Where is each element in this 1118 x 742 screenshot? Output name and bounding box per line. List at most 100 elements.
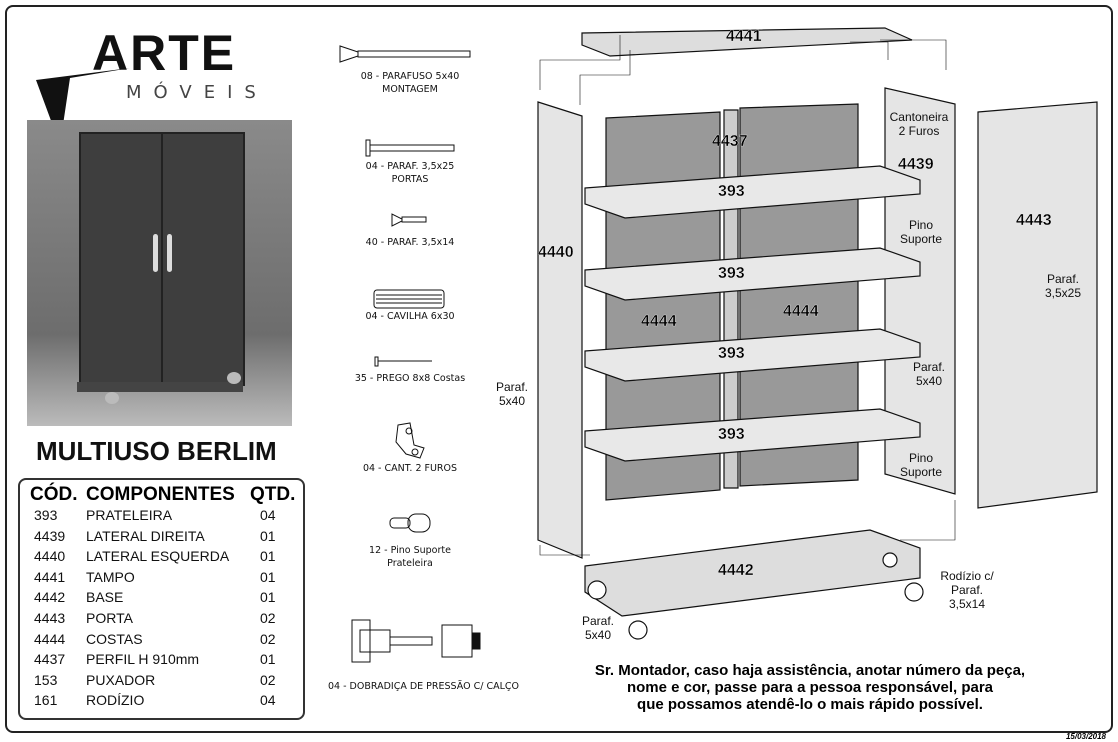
label-4441: 4441 xyxy=(726,28,762,45)
shelf-393 xyxy=(584,408,921,462)
hardware-label-line: PORTAS xyxy=(391,174,429,185)
shelf-pin-icon xyxy=(389,513,431,533)
cell-code: 4440 xyxy=(34,548,66,565)
cell-code: 4437 xyxy=(34,651,66,668)
cell-component: PUXADOR xyxy=(86,671,156,688)
note-pino: Pino Suporte xyxy=(899,218,943,246)
note-pino: Pino Suporte xyxy=(899,451,943,479)
door-4443 xyxy=(977,101,1098,509)
cell-component: BASE xyxy=(86,589,124,606)
hardware-label: 04 - DOBRADIÇA DE PRESSÃO C/ CALÇO xyxy=(328,680,528,693)
note-rodizio: Rodízio c/ Paraf. 3,5x14 xyxy=(940,569,994,611)
table-row: 161 RODÍZIO 04 xyxy=(20,692,303,713)
hardware-label-line: 12 - Pino Suporte xyxy=(369,545,451,556)
label-4440: 4440 xyxy=(538,244,574,261)
screw-3-5x14-icon xyxy=(391,213,427,227)
caster-wheel xyxy=(628,620,648,640)
revision-date: 15/03/2018 xyxy=(1065,732,1106,741)
panel-4441-tampo xyxy=(581,27,913,57)
cell-code: 153 xyxy=(34,671,58,688)
cell-qty: 01 xyxy=(260,568,276,585)
caster-wheel xyxy=(904,582,924,602)
hardware-label-line: MONTAGEM xyxy=(382,84,438,95)
cell-code: 4439 xyxy=(34,527,66,544)
label-4444-left: 4444 xyxy=(641,313,677,330)
panel-4440-left-side xyxy=(537,101,583,559)
screw-3-5x25-icon xyxy=(365,139,455,157)
cell-code: 393 xyxy=(34,507,58,523)
label-4443: 4443 xyxy=(1016,212,1052,229)
cell-component: LATERAL ESQUERDA xyxy=(86,548,230,565)
cell-code: 4441 xyxy=(34,568,66,585)
cell-component: PORTA xyxy=(86,610,133,626)
shelf-393 xyxy=(584,328,921,382)
label-4437: 4437 xyxy=(712,133,748,150)
cell-component: PERFIL H 910mm xyxy=(86,651,200,668)
message-line: nome e cor, passe para a pessoa responsá… xyxy=(626,679,994,696)
hardware-label-line: 04 - CAVILHA 6x30 xyxy=(365,311,455,322)
hardware-label: 40 - PARAF. 3,5x14 xyxy=(320,236,500,249)
components-table: CÓD. COMPONENTES QTD. 393 PRATELEIRA 04 443… xyxy=(18,478,305,720)
header-components: COMPONENTES xyxy=(86,484,235,505)
nail-icon xyxy=(374,356,432,367)
page-border xyxy=(5,5,1113,733)
shelf-393 xyxy=(584,165,921,219)
label-393: 393 xyxy=(718,426,745,443)
table-row: 393 PRATELEIRA 04 xyxy=(20,507,303,528)
label-393: 393 xyxy=(718,183,745,200)
caster-wheel xyxy=(882,552,898,568)
note-paraf-5x40: Paraf. 5x40 xyxy=(581,614,614,642)
table-row: 4440 LATERAL ESQUERDA 01 xyxy=(20,548,303,569)
hardware-label: 04 - CANT. 2 FUROS xyxy=(320,462,500,475)
cell-code: 4443 xyxy=(34,610,66,626)
hardware-label-line: 04 - DOBRADIÇA DE PRESSÃO C/ CALÇO xyxy=(328,681,519,692)
cell-code: 4444 xyxy=(34,630,66,647)
corner-bracket-icon xyxy=(395,422,425,459)
product-photo xyxy=(27,120,292,426)
cell-component: PRATELEIRA xyxy=(86,507,173,523)
logo-subtext: MÓVEIS xyxy=(126,82,268,103)
cell-qty: 02 xyxy=(260,630,276,647)
note-cantoneira: Cantoneira 2 Furos xyxy=(889,110,949,138)
hardware-label-line: 04 - CANT. 2 FUROS xyxy=(362,463,458,474)
note-paraf-5x40: Paraf. 5x40 xyxy=(912,360,945,388)
cell-component: RODÍZIO xyxy=(86,692,145,709)
header-qty: QTD. xyxy=(250,484,296,505)
cell-qty: 01 xyxy=(260,527,276,544)
base-4442 xyxy=(584,529,921,617)
cell-code: 161 xyxy=(34,692,58,709)
message-line: que possamos atendê-lo o mais rápido pos… xyxy=(637,696,983,713)
cell-qty: 04 xyxy=(260,692,276,709)
hardware-label: 04 - CAVILHA 6x30 xyxy=(320,310,500,323)
note-paraf-5x40: Paraf. 5x40 xyxy=(495,380,528,408)
hardware-label-line: Prateleira xyxy=(387,558,433,569)
logo-text: ARTE xyxy=(92,25,237,81)
dowel-icon xyxy=(373,289,445,309)
hardware-icons xyxy=(339,45,481,663)
hinge-icon xyxy=(351,619,481,663)
cell-qty: 01 xyxy=(260,651,276,668)
label-393: 393 xyxy=(718,265,745,282)
table-row: 4442 BASE 01 xyxy=(20,589,303,610)
note-paraf-3-5x25: Paraf. 3,5x25 xyxy=(1044,272,1082,300)
header-code: CÓD. xyxy=(30,484,78,505)
table-row: 4441 TAMPO 01 xyxy=(20,569,303,590)
cell-code: 4442 xyxy=(34,589,66,606)
cell-qty: 01 xyxy=(260,548,276,565)
cell-component: TAMPO xyxy=(86,568,135,585)
table-row: 4439 LATERAL DIREITA 01 xyxy=(20,528,303,549)
label-4444-right: 4444 xyxy=(783,303,819,320)
cell-qty: 04 xyxy=(260,507,276,523)
cell-qty: 01 xyxy=(260,589,276,606)
shelf-393 xyxy=(584,247,921,301)
hardware-label-line: 35 - PREGO 8x8 Costas xyxy=(354,373,466,384)
cell-component: LATERAL DIREITA xyxy=(86,527,205,544)
